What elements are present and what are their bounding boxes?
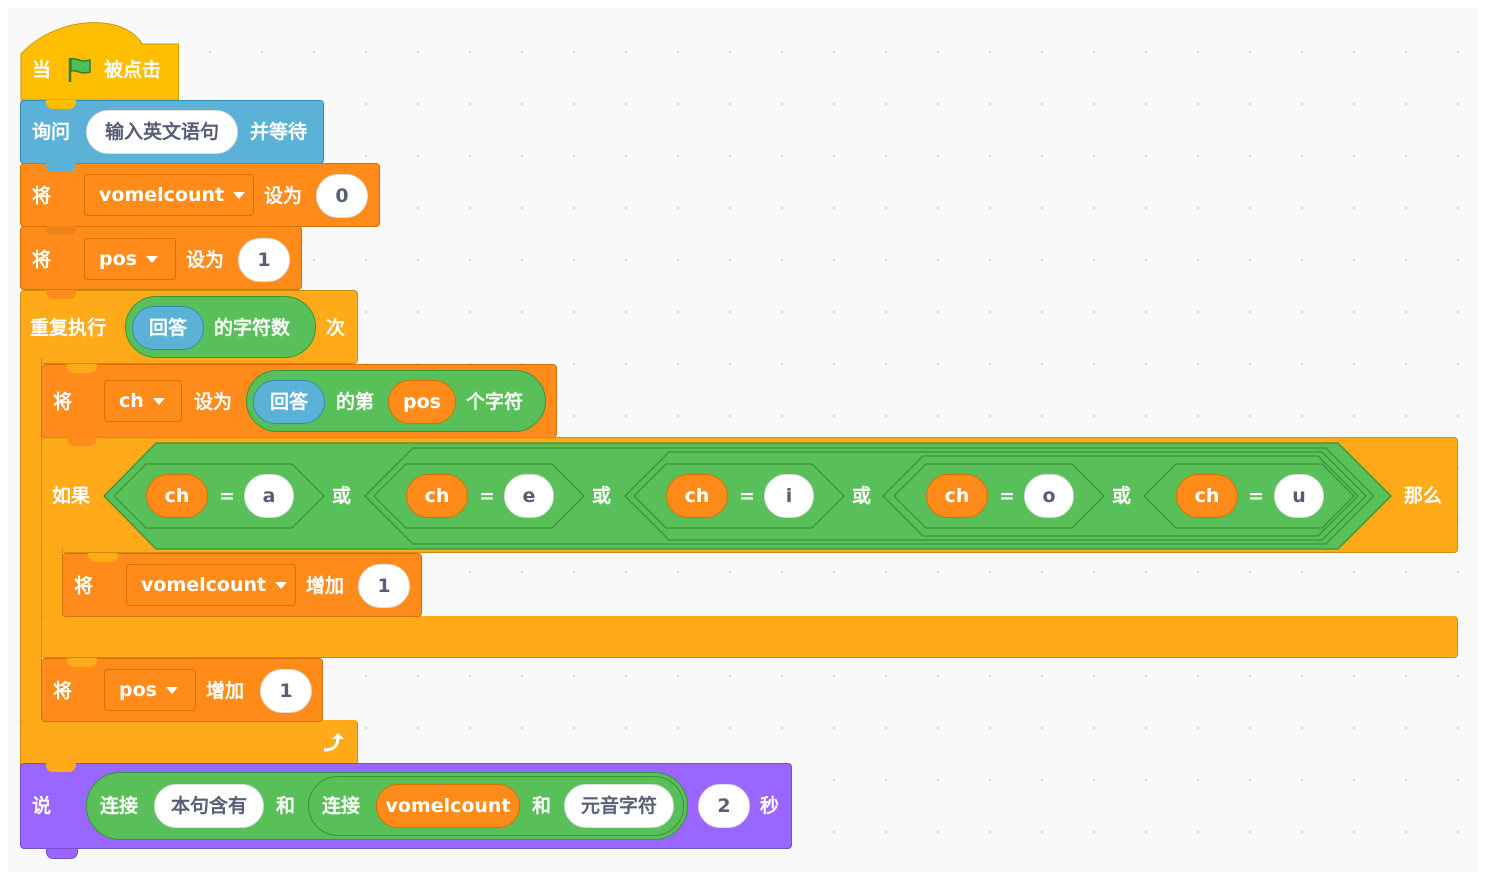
condition-2-value-input[interactable]: e <box>504 474 554 518</box>
set-vowel-value-input[interactable]: 0 <box>316 174 368 218</box>
change-vowel-value-input[interactable]: 1 <box>358 564 410 608</box>
condition-5-value-input[interactable]: u <box>1274 474 1324 518</box>
scripts-canvas[interactable]: 当 被点击 询问 输入英文语句 并等待 将 vomelcount 设为 0 将 … <box>8 8 1478 872</box>
condition-2-eq: = <box>479 485 495 507</box>
set-pos-op: 设为 <box>186 249 225 271</box>
pos-change-dropdown[interactable]: pos <box>104 669 196 711</box>
if-label: 如果 <box>52 485 91 507</box>
set-pos-label: 将 <box>32 249 52 271</box>
set-vowel-op: 设为 <box>264 185 303 207</box>
set-vowel-label: 将 <box>32 185 52 207</box>
dropdown-caret-icon <box>152 398 165 405</box>
join-text-1: 连接 <box>100 795 139 817</box>
loop-arrow-icon <box>323 733 344 752</box>
say-secs-input[interactable]: 2 <box>698 784 750 828</box>
dropdown-caret-icon <box>145 256 158 263</box>
change-pos-label: 将 <box>53 680 73 702</box>
condition-4-value-input[interactable]: o <box>1024 474 1074 518</box>
condition-1-ch-reporter[interactable]: ch <box>146 474 208 518</box>
or-text-3: 或 <box>852 485 872 507</box>
then-label: 那么 <box>1404 485 1443 507</box>
green-flag-icon <box>68 57 91 82</box>
condition-1-value-input[interactable]: a <box>244 474 294 518</box>
ask-prompt-input[interactable]: 输入英文语句 <box>86 110 238 154</box>
repeat-label: 重复执行 <box>30 317 107 339</box>
change-pos-value-input[interactable]: 1 <box>260 669 312 713</box>
condition-5-ch-reporter[interactable]: ch <box>1176 474 1238 518</box>
set-ch-op: 设为 <box>194 391 233 413</box>
ask-label: 询问 <box>32 121 71 143</box>
when-flag-clicked-hat[interactable] <box>20 14 180 104</box>
condition-1-eq: = <box>219 485 235 507</box>
or-conditions-group[interactable] <box>8 8 1478 872</box>
vowelcount-reporter[interactable]: vomelcount <box>376 784 520 828</box>
if-block-bottom[interactable] <box>41 616 1458 658</box>
join-and-2: 和 <box>532 795 552 817</box>
join-text2-input[interactable]: 元音字符 <box>564 784 674 828</box>
dropdown-caret-icon <box>233 192 246 199</box>
set-ch-label: 将 <box>53 391 73 413</box>
change-vowel-label: 将 <box>74 575 94 597</box>
pos-variable-dropdown[interactable]: pos <box>84 238 176 280</box>
length-of-text: 的字符数 <box>214 317 291 339</box>
condition-2-ch-reporter[interactable]: ch <box>406 474 468 518</box>
dropdown-caret-icon <box>275 582 288 589</box>
change-vowel-op: 增加 <box>306 575 345 597</box>
say-secs-label: 秒 <box>760 795 780 817</box>
change-pos-op: 增加 <box>206 680 245 702</box>
answer-reporter-2[interactable]: 回答 <box>253 380 325 424</box>
condition-5-eq: = <box>1248 485 1264 507</box>
vowelcount-change-dropdown[interactable]: vomelcount <box>126 564 296 606</box>
vowelcount-variable-dropdown[interactable]: vomelcount <box>84 174 254 216</box>
or-text-2: 或 <box>592 485 612 507</box>
answer-reporter[interactable]: 回答 <box>132 306 204 350</box>
or-text-1: 或 <box>332 485 352 507</box>
join-and-1: 和 <box>276 795 296 817</box>
say-label: 说 <box>32 795 52 817</box>
letter-of-text: 的第 <box>336 391 375 413</box>
letter-suffix-text: 个字符 <box>466 391 524 413</box>
condition-3-eq: = <box>739 485 755 507</box>
condition-4-ch-reporter[interactable]: ch <box>926 474 988 518</box>
condition-3-value-input[interactable]: i <box>764 474 814 518</box>
ch-variable-dropdown[interactable]: ch <box>104 380 182 422</box>
or-text-4: 或 <box>1112 485 1132 507</box>
join-text-2: 连接 <box>322 795 361 817</box>
condition-4-eq: = <box>999 485 1015 507</box>
set-pos-value-input[interactable]: 1 <box>238 238 290 282</box>
hat-when-text: 当 <box>32 59 52 81</box>
pos-reporter[interactable]: pos <box>388 380 456 424</box>
repeat-times-text: 次 <box>326 317 346 339</box>
hat-clicked-text: 被点击 <box>104 59 162 81</box>
dropdown-caret-icon <box>165 687 178 694</box>
join-text1-input[interactable]: 本句含有 <box>154 784 264 828</box>
condition-3-ch-reporter[interactable]: ch <box>666 474 728 518</box>
ask-suffix: 并等待 <box>250 121 308 143</box>
